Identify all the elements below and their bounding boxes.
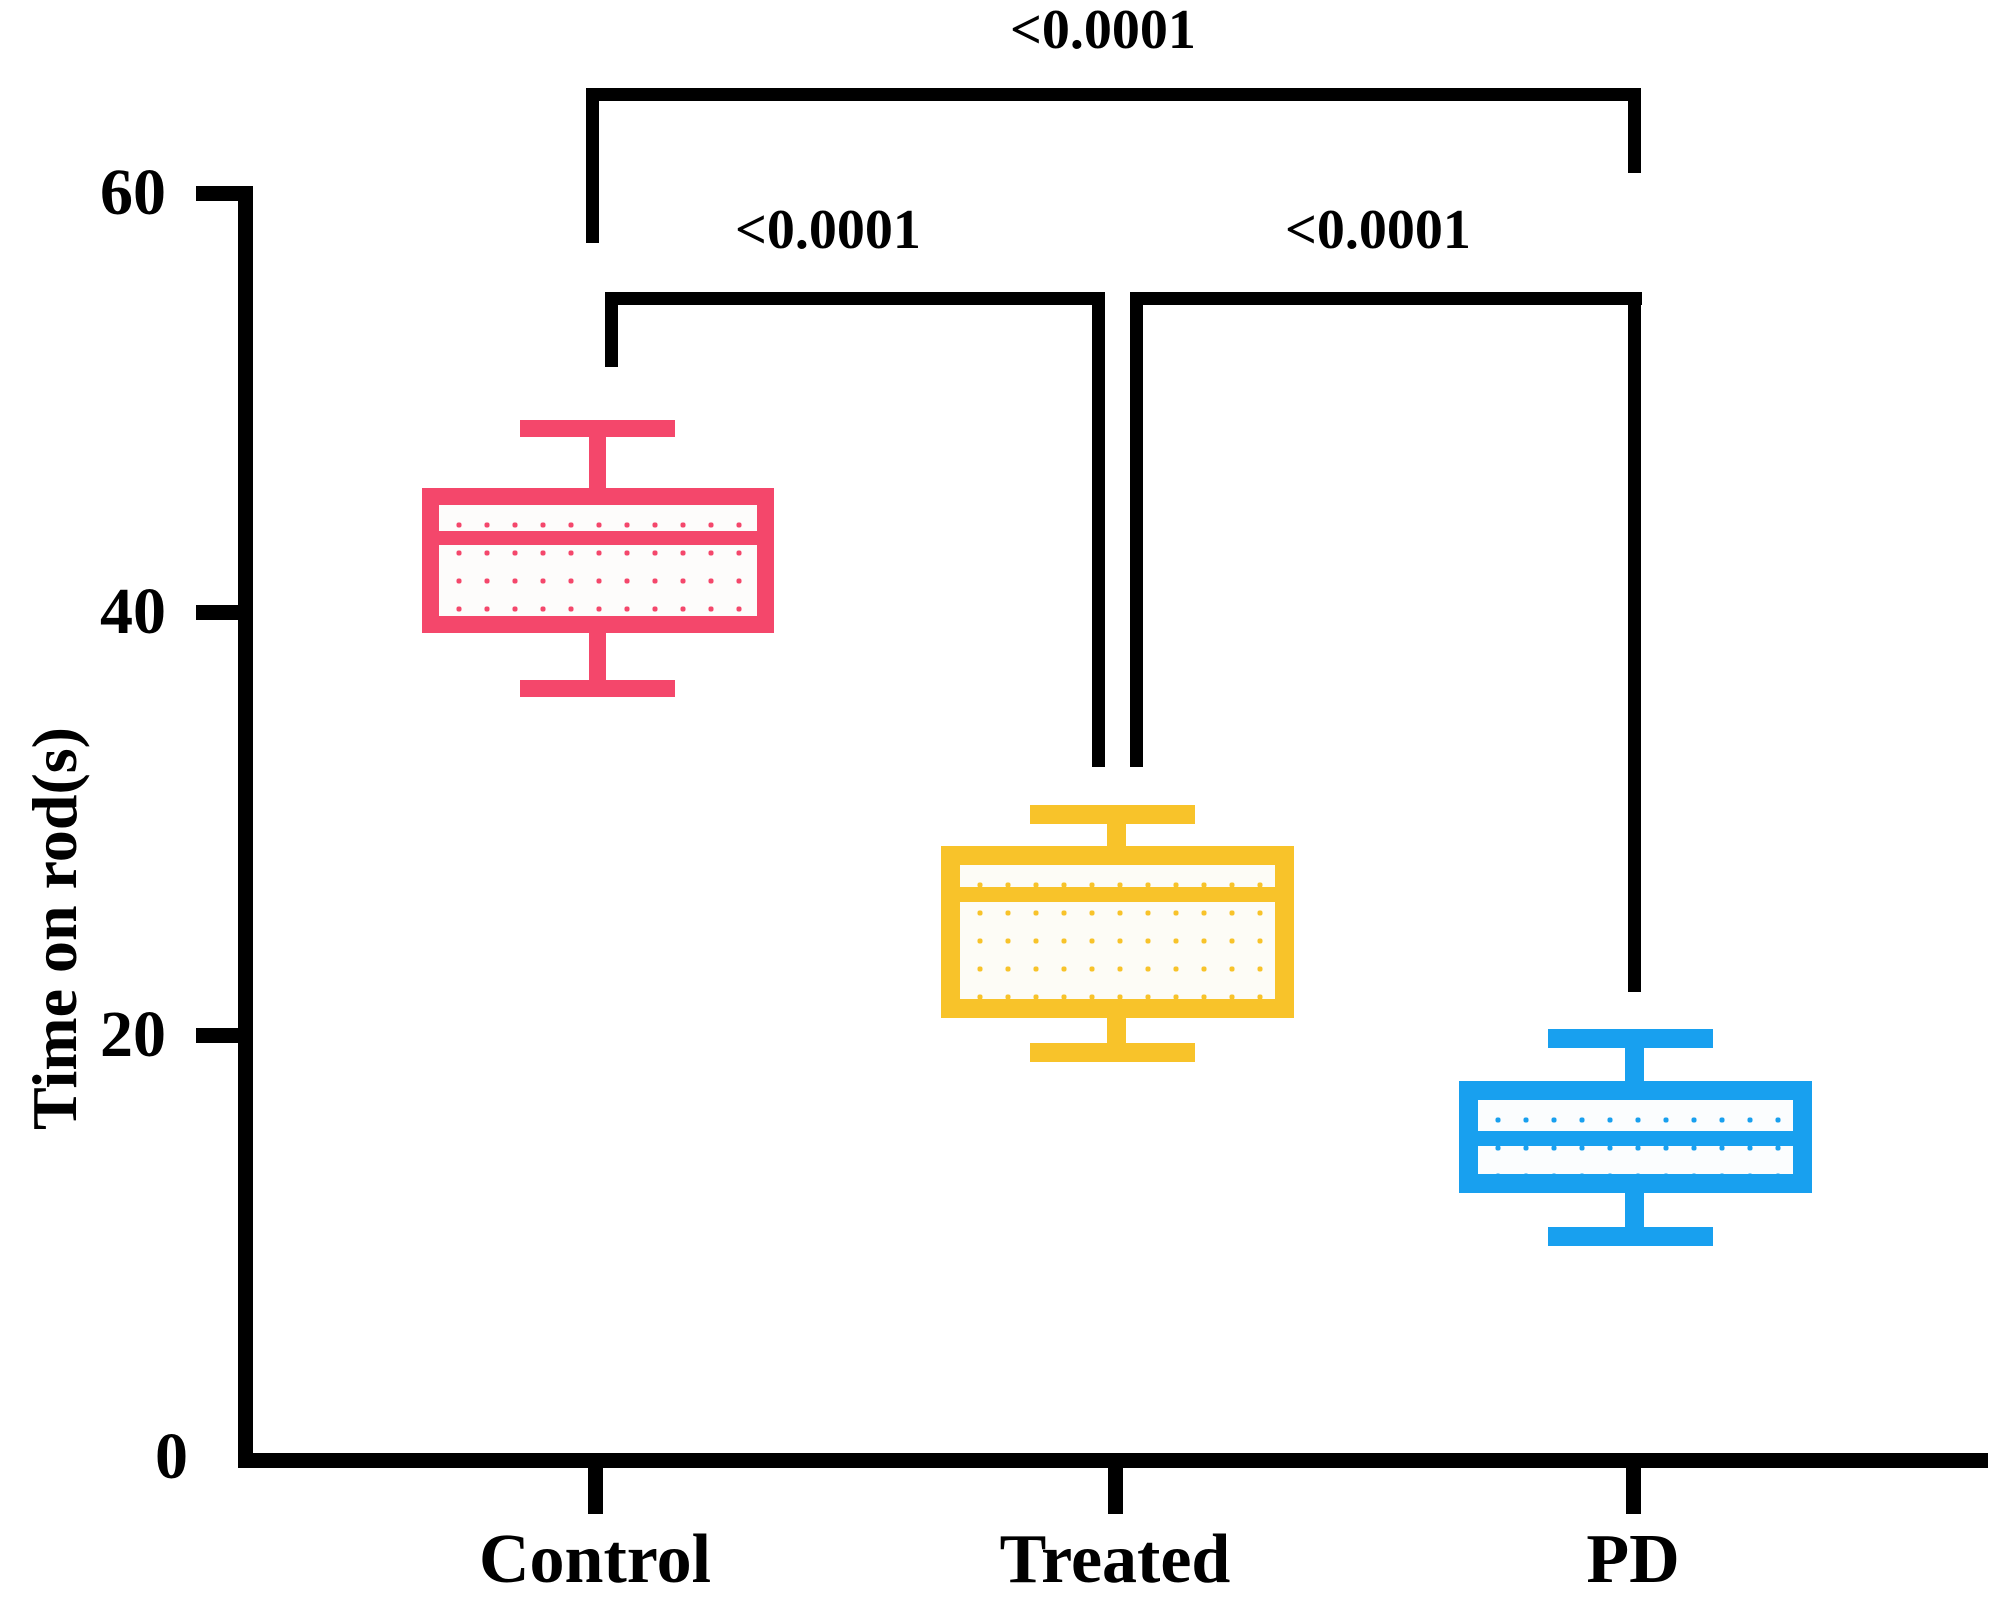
bracket-top-right-stem (1628, 88, 1641, 173)
treated-median-line (941, 887, 1294, 902)
bracket-right-left-stem (1130, 292, 1143, 767)
y-axis-title: Time on rod(s) (19, 727, 90, 1130)
pvalue-control-vs-pd: <0.0001 (1010, 0, 1196, 61)
control-lower-cap (520, 680, 675, 697)
pd-median-line (1459, 1131, 1812, 1146)
bracket-left-left-stem (605, 292, 618, 367)
y-tick-label-0: 0 (155, 1420, 188, 1493)
pd-lower-cap (1548, 1227, 1713, 1246)
bracket-left-horizontal (605, 292, 1105, 305)
x-label-treated: Treated (999, 1521, 1231, 1598)
bracket-right-horizontal (1130, 292, 1642, 305)
x-axis-line (238, 1453, 1988, 1468)
y-tick-label-40: 40 (100, 575, 166, 648)
control-box (422, 488, 774, 633)
pvalue-control-vs-treated: <0.0001 (735, 199, 921, 261)
y-tick-20 (196, 1028, 240, 1043)
bracket-top-horizontal (586, 88, 1641, 101)
y-tick-60 (196, 186, 240, 201)
bracket-left-right-stem (1092, 292, 1105, 767)
bracket-top-left-stem (586, 88, 599, 243)
pvalue-treated-vs-pd: <0.0001 (1285, 199, 1471, 261)
treated-box (941, 846, 1294, 1018)
x-tick-treated (1108, 1466, 1123, 1514)
x-tick-pd (1626, 1466, 1641, 1514)
bracket-right-right-stem (1628, 292, 1641, 992)
control-upper-whisker (589, 420, 606, 495)
y-axis-line (238, 186, 253, 1468)
x-label-pd: PD (1586, 1521, 1680, 1598)
y-tick-label-60: 60 (100, 156, 166, 229)
control-lower-whisker (589, 620, 606, 695)
treated-lower-cap (1030, 1043, 1195, 1062)
x-label-control: Control (478, 1521, 712, 1598)
y-tick-40 (196, 605, 240, 620)
control-median-line (422, 531, 774, 545)
pd-upper-whisker (1625, 1029, 1644, 1087)
x-tick-control (588, 1466, 603, 1514)
y-tick-label-20: 20 (100, 998, 166, 1071)
